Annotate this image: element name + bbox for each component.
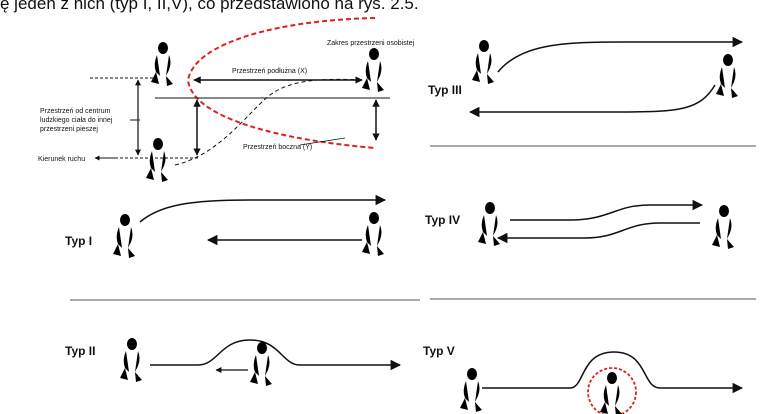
- caption-text: ę jeden z nich (typ I, II,V), co przedst…: [0, 0, 419, 13]
- type-five-panel: Typ V: [423, 344, 744, 414]
- longitudinal-label: Przestrzeń podłużna (X): [232, 68, 307, 75]
- pedestrian-figure: [113, 214, 136, 258]
- pedestrian-figure: [716, 54, 739, 98]
- lateral-label-leader: [299, 137, 346, 146]
- pedestrian-figure: [600, 372, 623, 414]
- personal-space-panel: Zakres przestrzeni osobistej Przestrzeń …: [38, 17, 415, 182]
- distance-label-line: Przestrzeń od centrum: [40, 108, 111, 115]
- pedestrian-figure: [472, 40, 495, 84]
- type-one-label: Typ I: [65, 234, 92, 248]
- type-five-label: Typ V: [423, 344, 455, 358]
- zone-label: Zakres przestrzeni osobistej: [327, 40, 415, 47]
- personal-space-circle: [587, 367, 637, 414]
- pedestrian-figure: [478, 202, 501, 246]
- pedestrian-figure: [120, 338, 143, 382]
- path-return: [496, 222, 700, 244]
- path-around-pedestrian: [482, 351, 744, 394]
- pedestrian-figure: [362, 48, 385, 92]
- distance-label-line: przestrzeni pieszej: [40, 126, 98, 133]
- pedestrian-figure: [250, 342, 273, 386]
- type-one-panel: Typ I: [65, 194, 420, 301]
- type-two-panel: Typ II: [65, 338, 402, 386]
- path-return: [468, 84, 716, 118]
- lateral-label: Przestrzeń boczna (Y): [243, 144, 312, 151]
- path-forward: [139, 194, 387, 223]
- pedestrian-figure: [362, 212, 385, 256]
- path-forward: [510, 199, 704, 221]
- path-detour: [150, 339, 402, 371]
- type-three-label: Typ III: [428, 83, 462, 97]
- type-two-label: Typ II: [65, 344, 95, 358]
- type-three-panel: Typ III: [428, 36, 756, 147]
- pedestrian-figure: [146, 138, 169, 182]
- personal-space-zone: [186, 17, 376, 149]
- pedestrian-figure: [151, 42, 174, 86]
- pedestrian-figure: [460, 368, 483, 412]
- type-four-panel: Typ IV: [425, 199, 756, 300]
- path-forward: [497, 36, 744, 73]
- pedestrian-figure: [712, 205, 735, 249]
- direction-label: Kierunek ruchu: [38, 156, 85, 163]
- avoidance-path-dashed: [174, 78, 363, 166]
- distance-label-line: ludzkiego ciała do innej: [40, 117, 113, 124]
- type-four-label: Typ IV: [425, 213, 460, 227]
